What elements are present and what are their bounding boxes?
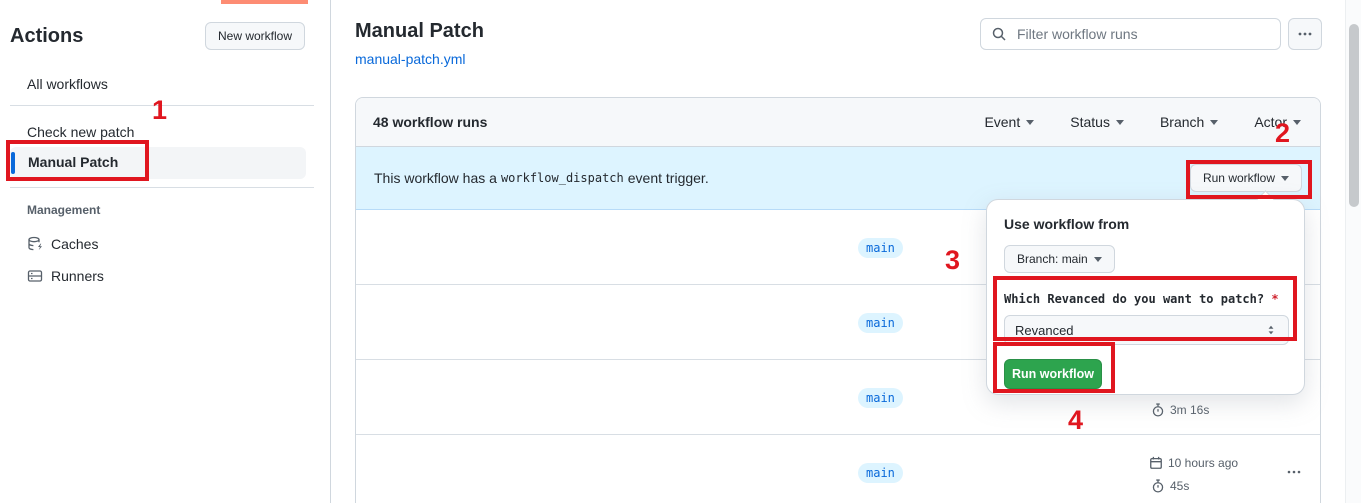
chevron-down-icon xyxy=(1115,119,1124,125)
actions-sidebar: Actions New workflow All workflows Check… xyxy=(0,0,331,503)
chevron-down-icon xyxy=(1210,119,1219,125)
stopwatch-icon xyxy=(1151,479,1165,493)
page-title: Manual Patch xyxy=(355,20,484,42)
kebab-horizontal-icon xyxy=(1287,470,1301,474)
page-more-options-button[interactable] xyxy=(1288,18,1322,50)
cache-icon xyxy=(27,236,43,252)
page-loading-bar xyxy=(221,0,308,4)
branch-badge[interactable]: main xyxy=(858,388,903,408)
branch-filter-dropdown[interactable]: Branch xyxy=(1160,114,1219,130)
sidebar-title: Actions xyxy=(10,25,84,47)
sidebar-item-label: Runners xyxy=(51,268,104,284)
runs-panel-header: 48 workflow runs Event Status Branch Act… xyxy=(356,98,1320,147)
sidebar-divider xyxy=(10,187,314,188)
run-duration: 45s xyxy=(1151,479,1189,493)
sidebar-item-all-workflows[interactable]: All workflows xyxy=(27,76,108,92)
new-workflow-button[interactable]: New workflow xyxy=(205,22,306,50)
branch-badge[interactable]: main xyxy=(858,463,903,483)
banner-text: This workflow has a xyxy=(374,170,497,186)
filter-workflow-runs-box xyxy=(980,18,1281,50)
branch-badge[interactable]: main xyxy=(858,238,903,258)
calendar-icon xyxy=(1149,456,1163,470)
sidebar-item-check-new-patch[interactable]: Check new patch xyxy=(27,124,135,140)
select-updown-icon xyxy=(1264,323,1278,337)
search-icon xyxy=(991,26,1007,42)
chevron-down-icon xyxy=(1281,175,1289,181)
banner-text: event trigger. xyxy=(627,170,709,186)
workflow-run-row[interactable]: main 10 hours ago 45s xyxy=(356,434,1320,503)
revanced-select[interactable]: Revanced xyxy=(1004,315,1289,345)
branch-badge[interactable]: main xyxy=(858,313,903,333)
banner-code: workflow_dispatch xyxy=(500,171,624,185)
run-workflow-popup: Use workflow from Branch: main Which Rev… xyxy=(986,190,1305,395)
sidebar-item-label: Manual Patch xyxy=(28,154,119,170)
runs-filters: Event Status Branch Actor xyxy=(984,114,1303,130)
run-workflow-dropdown-button[interactable]: Run workflow xyxy=(1189,164,1302,192)
sidebar-divider xyxy=(10,105,314,106)
run-date: 10 hours ago xyxy=(1149,456,1238,470)
required-marker: * xyxy=(1271,292,1279,306)
popup-title: Use workflow from xyxy=(1004,216,1130,232)
management-section-label: Management xyxy=(27,203,101,217)
scrollbar-track xyxy=(1345,0,1361,503)
run-duration: 3m 16s xyxy=(1151,403,1209,417)
actor-filter-dropdown[interactable]: Actor xyxy=(1254,114,1301,130)
selected-accent-bar xyxy=(11,152,15,174)
sidebar-item-manual-patch[interactable]: Manual Patch xyxy=(10,147,306,179)
workflow-file-link[interactable]: manual-patch.yml xyxy=(355,51,466,67)
kebab-horizontal-icon xyxy=(1298,32,1312,36)
chevron-down-icon xyxy=(1026,119,1035,125)
filter-workflow-runs-input[interactable] xyxy=(1015,25,1270,43)
chevron-down-icon xyxy=(1093,256,1102,262)
run-workflow-submit-button[interactable]: Run workflow xyxy=(1004,359,1102,389)
status-filter-dropdown[interactable]: Status xyxy=(1070,114,1124,130)
runs-count: 48 workflow runs xyxy=(373,114,488,130)
sidebar-item-caches[interactable]: Caches xyxy=(27,236,98,252)
event-filter-dropdown[interactable]: Event xyxy=(984,114,1035,130)
scrollbar-thumb[interactable] xyxy=(1349,24,1359,207)
workflow-input-label: Which Revanced do you want to patch? * xyxy=(1004,292,1279,306)
runners-icon xyxy=(27,268,43,284)
stopwatch-icon xyxy=(1151,403,1165,417)
run-options-button[interactable] xyxy=(1280,460,1308,484)
branch-selector-button[interactable]: Branch: main xyxy=(1004,245,1115,273)
sidebar-item-runners[interactable]: Runners xyxy=(27,268,104,284)
sidebar-item-label: Caches xyxy=(51,236,99,252)
chevron-down-icon xyxy=(1293,119,1301,125)
